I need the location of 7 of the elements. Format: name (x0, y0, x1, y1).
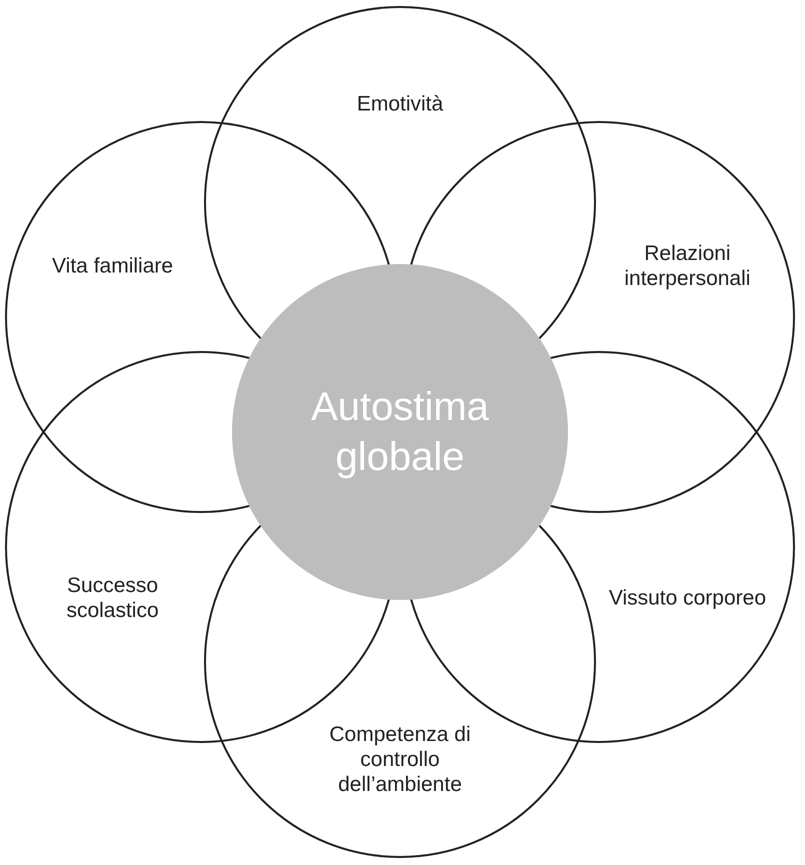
petal-label: Competenza di controllo dell’ambiente (328, 722, 472, 798)
center-label: Autostima globale (310, 384, 490, 481)
petal-label: Successo scolastico (65, 572, 160, 624)
petal-label: Vissuto corporeo (608, 585, 768, 611)
petal-label: Relazioni interpersonali (623, 240, 752, 292)
petal-label: Vita familiare (51, 253, 174, 279)
petal-label: Emotività (356, 91, 444, 117)
